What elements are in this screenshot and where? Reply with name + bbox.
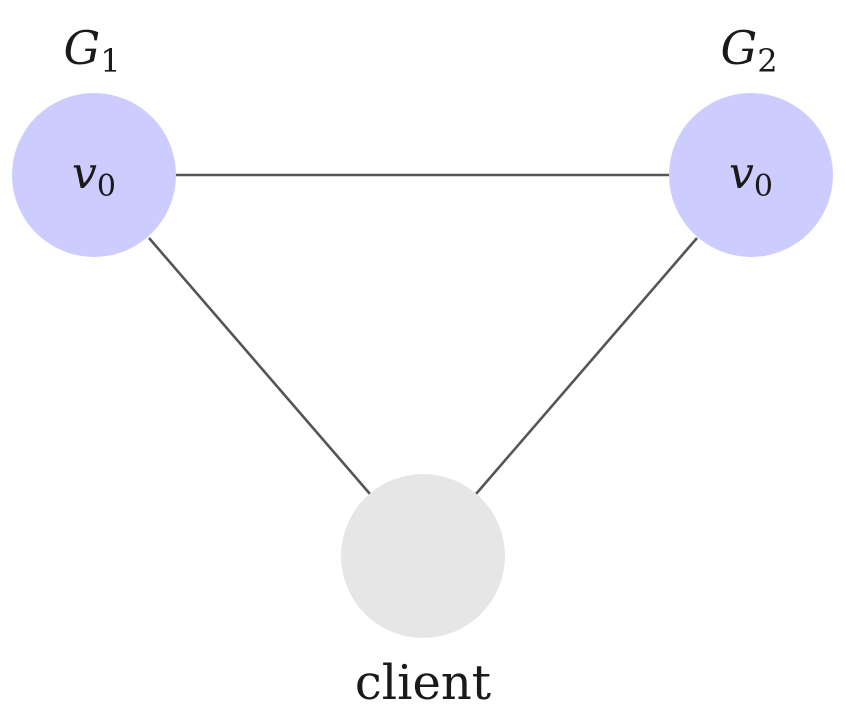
node-g2-group-label: G2 [720,21,777,80]
node-g2-inner-label: v0 [729,148,773,204]
edge-g1-client [148,237,371,495]
node-client-circle [341,474,505,638]
node-g2: v0 G2 [669,21,833,257]
node-client: client [341,474,505,711]
node-g1-circle [12,93,176,257]
node-g2-circle [669,93,833,257]
edge-g2-client [475,237,698,495]
node-client-label: client [355,655,491,711]
node-g1-group-label: G1 [63,21,120,80]
node-g1: v0 G1 [12,21,176,257]
node-g1-inner-label: v0 [72,148,116,204]
